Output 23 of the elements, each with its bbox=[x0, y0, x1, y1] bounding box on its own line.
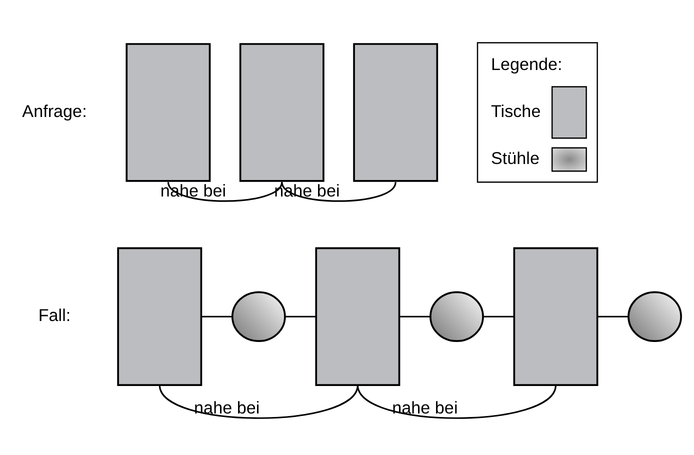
connector bbox=[356, 384, 556, 418]
node-circle bbox=[628, 290, 682, 342]
node-box bbox=[315, 246, 400, 386]
connector bbox=[598, 315, 628, 317]
label: Legende: bbox=[490, 54, 562, 74]
connector bbox=[284, 315, 316, 317]
node-box bbox=[513, 246, 598, 386]
node-circle bbox=[231, 290, 286, 342]
node-box bbox=[117, 246, 202, 386]
legend-label: Stühle bbox=[490, 148, 540, 168]
legend-label: Tische bbox=[490, 101, 541, 120]
node-box bbox=[239, 42, 324, 182]
label: Anfrage: bbox=[22, 101, 87, 120]
label: Fall: bbox=[38, 306, 71, 325]
edge-label: nahe bei bbox=[392, 398, 458, 417]
connector bbox=[483, 315, 514, 317]
node-box bbox=[353, 42, 438, 182]
connector bbox=[399, 315, 430, 317]
connector bbox=[201, 315, 232, 317]
connector bbox=[158, 384, 358, 418]
node-circle bbox=[430, 290, 484, 342]
edge-label: nahe bei bbox=[194, 398, 260, 417]
node-box bbox=[126, 42, 211, 182]
